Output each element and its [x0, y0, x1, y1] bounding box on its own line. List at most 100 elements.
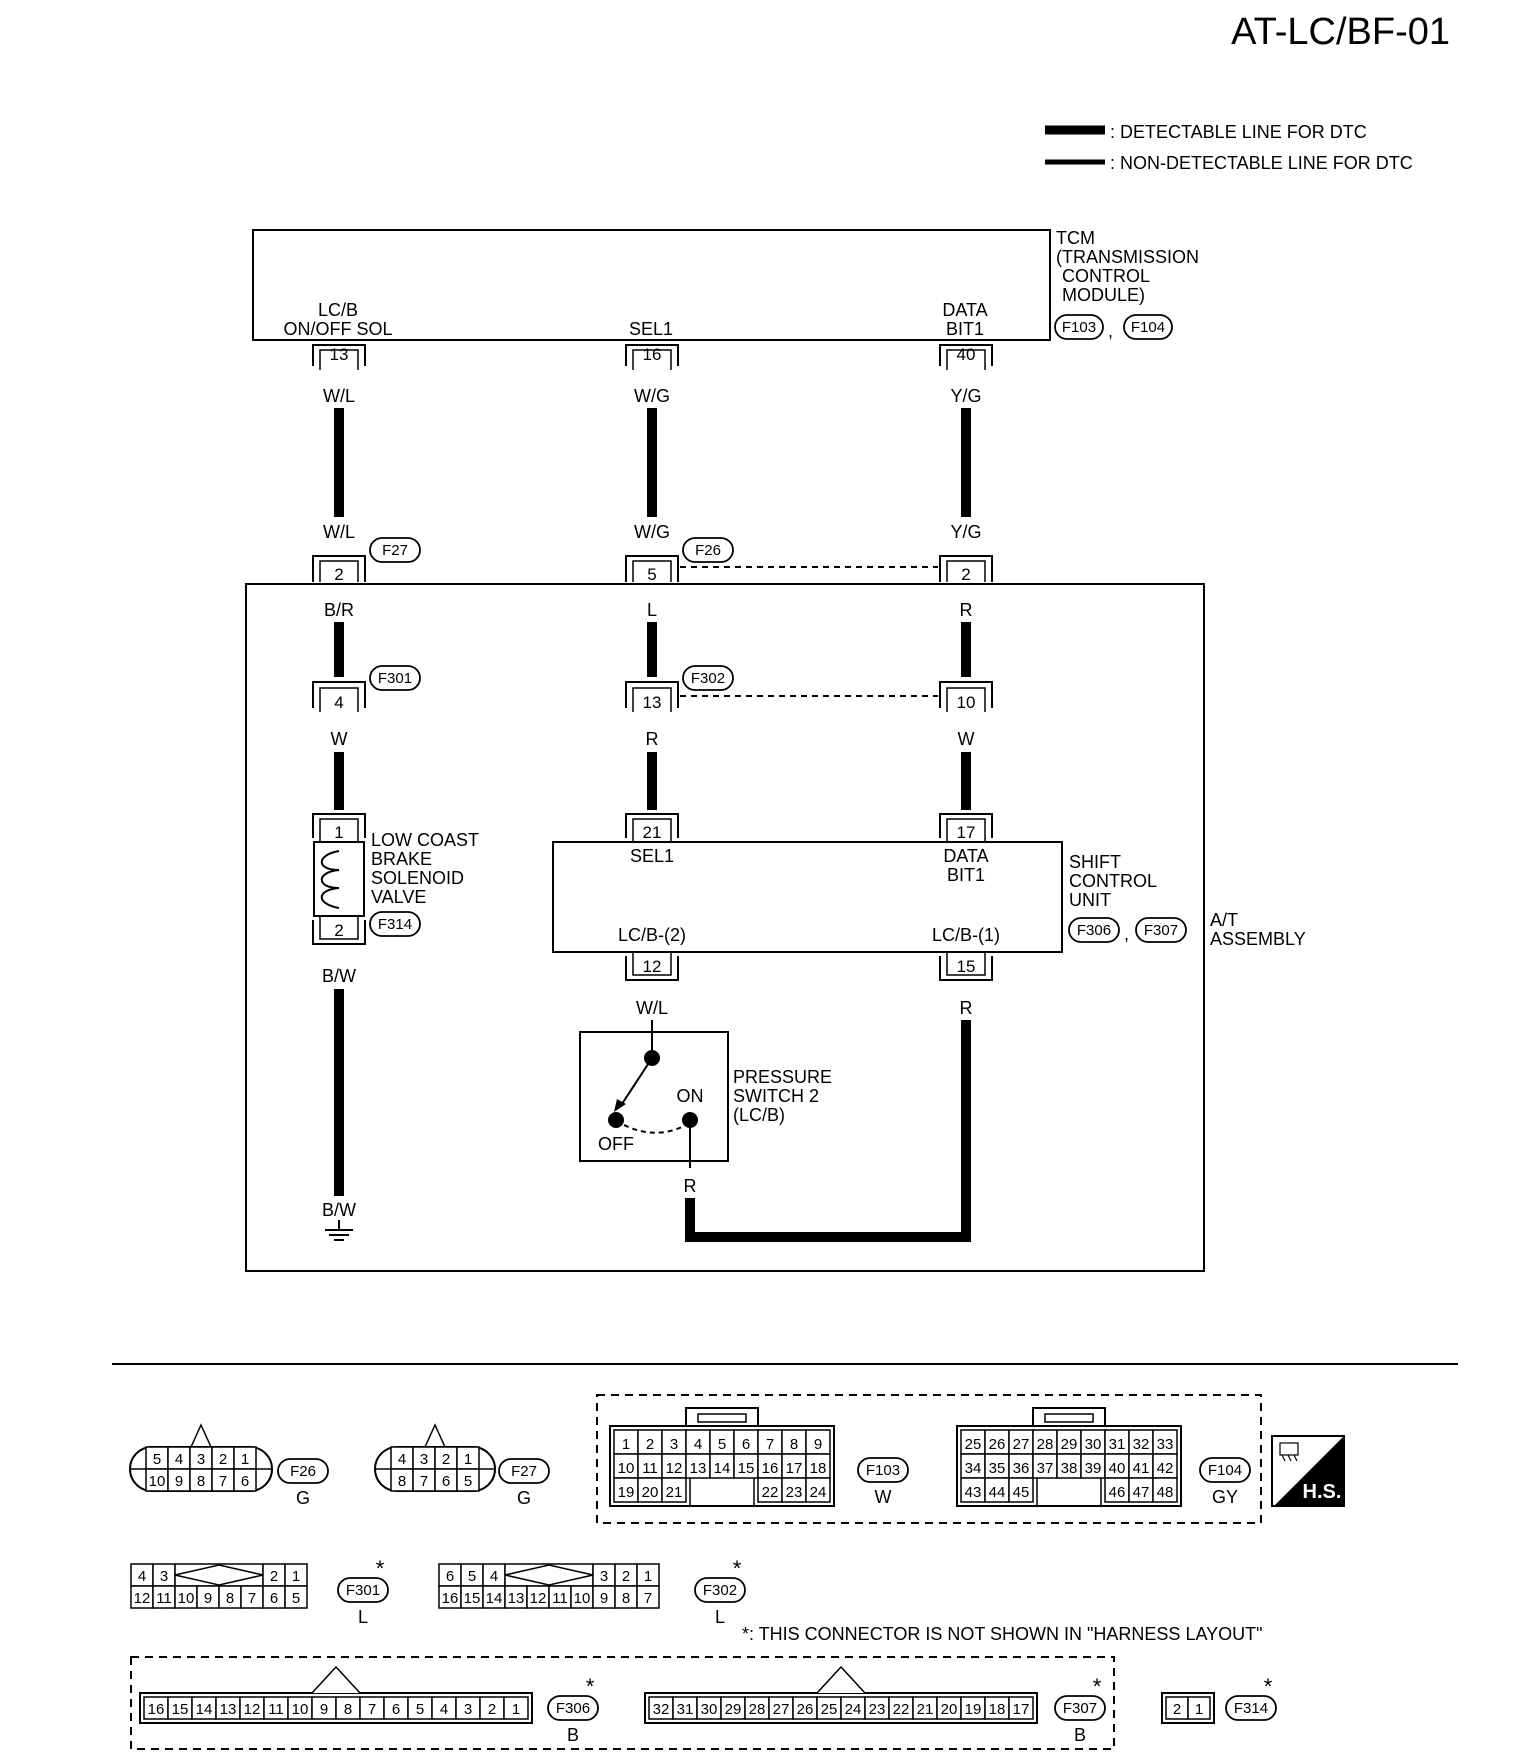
connector-star-f306: * — [586, 1674, 595, 1699]
pin-f306-11: 11 — [268, 1701, 284, 1718]
pin-f306-1: 1 — [512, 1701, 520, 1718]
pin-f103-11: 11 — [642, 1460, 658, 1477]
pin-f26-6: 6 — [241, 1473, 249, 1490]
svg-text:F314: F314 — [1234, 1700, 1268, 1717]
svg-text:LC/B-(1): LC/B-(1) — [932, 925, 1000, 945]
pin-f306-15: 15 — [172, 1701, 189, 1718]
pin-f301-5: 5 — [292, 1590, 300, 1607]
solenoid-valve: 1 2 F314 — [312, 813, 421, 945]
pin-f103-9: 9 — [814, 1436, 822, 1453]
pin-f104-46: 46 — [1109, 1484, 1126, 1501]
wire-br: B/R — [324, 600, 354, 620]
pin-f302-16: 16 — [442, 1590, 459, 1607]
pin-f103-13: 13 — [690, 1460, 707, 1477]
pin-f103-5: 5 — [718, 1436, 726, 1453]
pin-f302-6: 6 — [446, 1568, 454, 1585]
wire-yg-top: Y/G — [950, 386, 981, 406]
svg-text:F302: F302 — [691, 670, 725, 687]
scu-label-1: SHIFT — [1069, 852, 1121, 872]
connector-color-f306: B — [567, 1725, 579, 1745]
tcm-box: TCM (TRANSMISSION CONTROL MODULE) F103 ,… — [252, 228, 1199, 341]
pin-f301-6: 6 — [270, 1590, 278, 1607]
pin-f301-4: 4 — [138, 1568, 146, 1585]
tcm-comma: , — [1108, 321, 1113, 341]
svg-text:F26: F26 — [695, 542, 721, 559]
pin-f103-23: 23 — [786, 1484, 803, 1501]
svg-text:ON: ON — [677, 1086, 704, 1106]
connector-star-f302: * — [733, 1556, 742, 1581]
wire-r-scu: R — [960, 998, 973, 1018]
pin-f301-1: 1 — [292, 1568, 300, 1585]
pin-f104-38: 38 — [1061, 1460, 1078, 1477]
tcm-title-3: CONTROL — [1062, 266, 1150, 286]
pin-f103-24: 24 — [810, 1484, 827, 1501]
wire-r-ps: R — [684, 1176, 697, 1196]
pin-f27-1: 1 — [464, 1451, 472, 1468]
pin-f301-7: 7 — [248, 1590, 256, 1607]
pin-f302-14: 14 — [486, 1590, 503, 1607]
pin-f27-7: 7 — [420, 1473, 428, 1490]
tcm-title-4: MODULE) — [1062, 285, 1145, 305]
pin-f307-19: 19 — [965, 1701, 982, 1718]
solenoid-label-3: SOLENOID — [371, 868, 464, 888]
pin-f103-6: 6 — [742, 1436, 750, 1453]
pin-f104-31: 31 — [1109, 1436, 1126, 1453]
svg-text:F306: F306 — [556, 1700, 590, 1717]
pin-f306-5: 5 — [416, 1701, 424, 1718]
pin-f103-12: 12 — [666, 1460, 683, 1477]
tcm-connector-f104: F104 — [1123, 314, 1173, 340]
connector-note: *: THIS CONNECTOR IS NOT SHOWN IN "HARNE… — [742, 1624, 1263, 1644]
pin-f104-41: 41 — [1133, 1460, 1150, 1477]
pin-f104-39: 39 — [1085, 1460, 1102, 1477]
pin-f104-32: 32 — [1133, 1436, 1150, 1453]
pin-f27-6: 6 — [442, 1473, 450, 1490]
wire-bw: B/W — [322, 966, 356, 986]
wire-w-right: W — [958, 729, 975, 749]
pin-f307-29: 29 — [725, 1701, 742, 1718]
svg-text:10: 10 — [957, 693, 976, 712]
pin-f104-37: 37 — [1037, 1460, 1054, 1477]
pin-f302-1: 1 — [644, 1568, 652, 1585]
pin-f103-15: 15 — [738, 1460, 755, 1477]
pin-f301-3: 3 — [160, 1568, 168, 1585]
pin-f307-25: 25 — [821, 1701, 838, 1718]
pin-f104-47: 47 — [1133, 1484, 1150, 1501]
pin-f302-15: 15 — [464, 1590, 481, 1607]
wire-wg-top: W/G — [634, 386, 670, 406]
connector-color-f27: G — [517, 1488, 531, 1508]
f302-junction: 13 10 F302 — [625, 665, 993, 712]
tcm-pin-40: 40 — [939, 344, 993, 370]
pin-f104-43: 43 — [965, 1484, 982, 1501]
pin-f104-25: 25 — [965, 1436, 982, 1453]
pin-f306-9: 9 — [320, 1701, 328, 1718]
svg-text:15: 15 — [957, 957, 976, 976]
svg-text:F27: F27 — [511, 1463, 537, 1480]
pin-f302-2: 2 — [622, 1568, 630, 1585]
pin-f307-23: 23 — [869, 1701, 886, 1718]
pin-f27-8: 8 — [398, 1473, 406, 1490]
pin-f104-40: 40 — [1109, 1460, 1126, 1477]
pin-f103-4: 4 — [694, 1436, 702, 1453]
ground-icon — [325, 1220, 353, 1241]
page-code: AT-LC/BF-01 — [1231, 11, 1450, 53]
svg-text:F301: F301 — [378, 670, 412, 687]
pin-f307-28: 28 — [749, 1701, 766, 1718]
pin-f103-21: 21 — [666, 1484, 683, 1501]
svg-text:F301: F301 — [346, 1582, 380, 1599]
svg-text:4: 4 — [334, 693, 343, 712]
connector-color-f104: GY — [1212, 1487, 1238, 1507]
wire-wl-scu: W/L — [636, 998, 668, 1018]
pin-f26-8: 8 — [197, 1473, 205, 1490]
pressure-switch-label-2: SWITCH 2 — [733, 1086, 819, 1106]
wire-w-left: W — [331, 729, 348, 749]
wire-wl-f27: W/L — [323, 522, 355, 542]
svg-text:F104: F104 — [1131, 319, 1165, 336]
svg-text:F26: F26 — [290, 1463, 316, 1480]
pin-f306-2: 2 — [488, 1701, 496, 1718]
